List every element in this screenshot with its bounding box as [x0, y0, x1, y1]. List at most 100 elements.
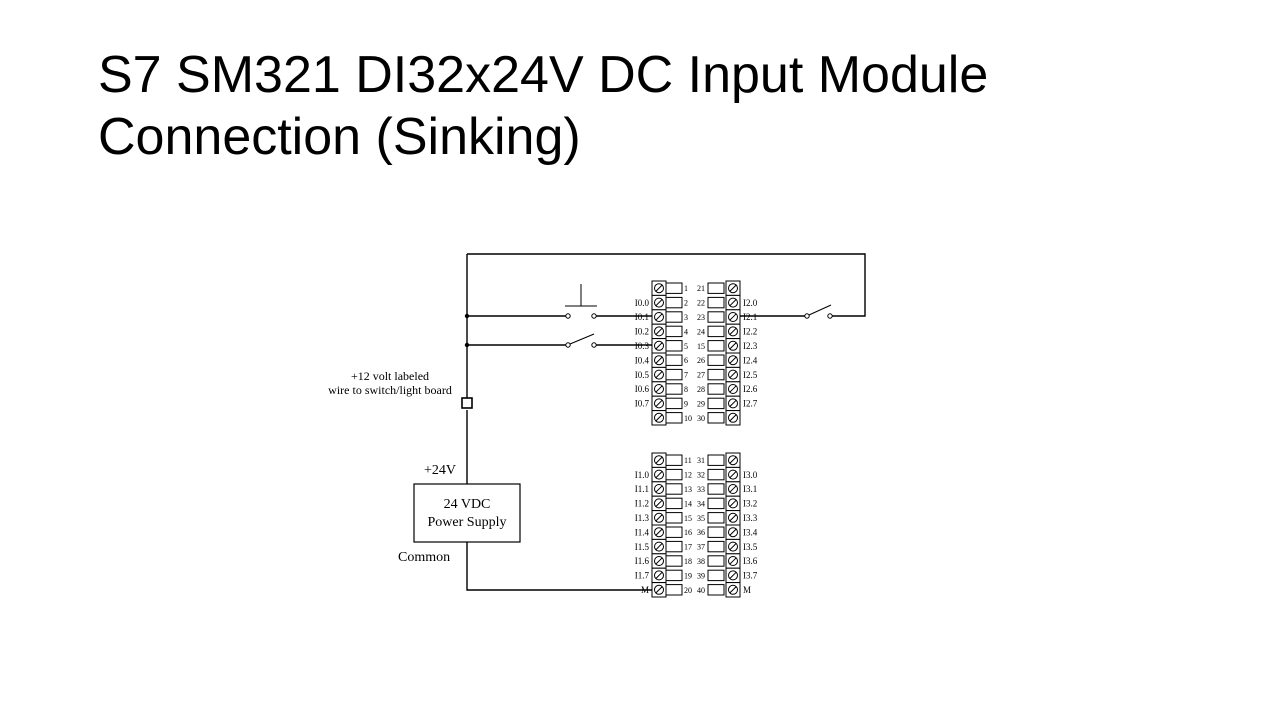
terminal-contact	[665, 454, 683, 466]
terminal-signal-label: I0.5	[635, 370, 650, 380]
terminal-contact	[665, 383, 683, 395]
terminal-signal-label: I3.7	[743, 571, 758, 581]
terminal-signal-label: I1.2	[635, 499, 649, 509]
screw-slot	[655, 313, 663, 321]
wire-label-line-1: +12 volt labeled	[351, 369, 429, 383]
terminal-signal-label: I0.4	[635, 355, 650, 365]
screw-slot	[729, 499, 737, 507]
junction-dot	[464, 313, 470, 319]
wire-label-line-2: wire to switch/light board	[328, 383, 452, 397]
terminal-row: 10	[651, 410, 692, 426]
junction-dot	[464, 342, 470, 348]
terminal-signal-label: I2.2	[743, 327, 757, 337]
terminal-number: 40	[697, 586, 705, 595]
terminal-row: 2I0.0	[635, 294, 688, 311]
terminal-number: 13	[684, 485, 692, 494]
terminal-number: 14	[684, 499, 692, 508]
screw-slot	[655, 586, 663, 594]
wire-junction-box	[461, 397, 473, 409]
terminal-contact	[707, 468, 725, 481]
terminal-contact	[707, 311, 725, 323]
terminal-signal-label: I0.1	[635, 312, 649, 322]
screw-slot	[729, 528, 737, 536]
terminal-signal-label: I2.7	[743, 399, 758, 409]
terminal-signal-label: I3.2	[743, 499, 757, 509]
terminal-number: 30	[697, 414, 705, 423]
terminal-contact	[665, 584, 683, 596]
terminal-number: 17	[684, 543, 692, 552]
terminal-contact	[665, 368, 683, 381]
terminal-contact	[707, 340, 725, 352]
terminal-number: 2	[684, 299, 688, 308]
screw-slot	[729, 543, 737, 551]
terminal-row: 8I0.6	[635, 381, 688, 397]
terminal-row: 5I0.3	[635, 338, 688, 354]
supply-common-label: Common	[398, 550, 450, 565]
screw-slot	[729, 284, 737, 292]
terminal-number: 33	[697, 485, 705, 494]
terminal-signal-label: I1.5	[635, 542, 650, 552]
terminal-number: 38	[697, 557, 705, 566]
terminal-contact	[707, 454, 725, 466]
terminal-signal-label: I1.7	[635, 571, 650, 581]
screw-slot	[655, 327, 663, 335]
terminal-row: 7I0.5	[635, 366, 688, 383]
terminal-signal-label: I3.5	[743, 542, 758, 552]
terminal-contact	[707, 397, 725, 410]
terminal-row: 1	[651, 280, 688, 296]
terminal-contact	[665, 569, 683, 582]
terminal-number: 9	[684, 399, 688, 408]
terminal-number: 32	[697, 471, 705, 480]
terminal-number: 4	[684, 327, 688, 336]
power-supply-line-1: 24 VDC	[444, 497, 491, 512]
terminal-contact	[707, 296, 725, 309]
screw-slot	[729, 586, 737, 594]
terminal-contact	[707, 368, 725, 381]
terminal-number: 27	[697, 371, 705, 380]
terminal-row: 31	[697, 452, 741, 468]
supply-positive-label: +24V	[424, 463, 456, 478]
terminal-row: 20M	[641, 582, 692, 598]
slide-title-line-1: S7 SM321 DI32x24V DC Input Module	[98, 46, 989, 104]
terminal-number: 31	[697, 456, 705, 465]
toggle-switch-symbol	[804, 304, 833, 319]
terminal-block-lower-left: 1112I1.013I1.114I1.215I1.316I1.417I1.518…	[635, 452, 692, 598]
terminal-number: 29	[697, 399, 705, 408]
terminal-contact	[665, 282, 683, 294]
power-supply-line-2: Power Supply	[428, 515, 507, 530]
terminal-signal-label: M	[743, 585, 751, 595]
terminal-signal-label: I2.1	[743, 312, 757, 322]
terminal-number: 26	[697, 356, 705, 365]
terminal-contact	[665, 311, 683, 323]
terminal-contact	[665, 340, 683, 352]
screw-slot	[655, 528, 663, 536]
terminal-contact	[707, 325, 725, 338]
terminal-signal-label: I1.3	[635, 513, 650, 523]
terminal-block-upper-left: 12I0.03I0.14I0.25I0.36I0.47I0.58I0.69I0.…	[635, 280, 692, 426]
terminal-number: 15	[684, 514, 692, 523]
screw-slot	[729, 342, 737, 350]
terminal-signal-label: I3.3	[743, 513, 758, 523]
terminal-contact	[707, 555, 725, 567]
terminal-contact	[707, 512, 725, 524]
terminal-number: 11	[684, 456, 692, 465]
screw-slot	[655, 356, 663, 364]
terminal-row: 40 M	[697, 582, 751, 598]
screw-slot	[655, 414, 663, 422]
terminal-row: 11	[651, 452, 692, 468]
terminal-signal-label: I2.5	[743, 370, 758, 380]
terminal-number: 10	[684, 414, 692, 423]
terminal-signal-label: I2.4	[743, 355, 758, 365]
screw-slot	[655, 371, 663, 379]
